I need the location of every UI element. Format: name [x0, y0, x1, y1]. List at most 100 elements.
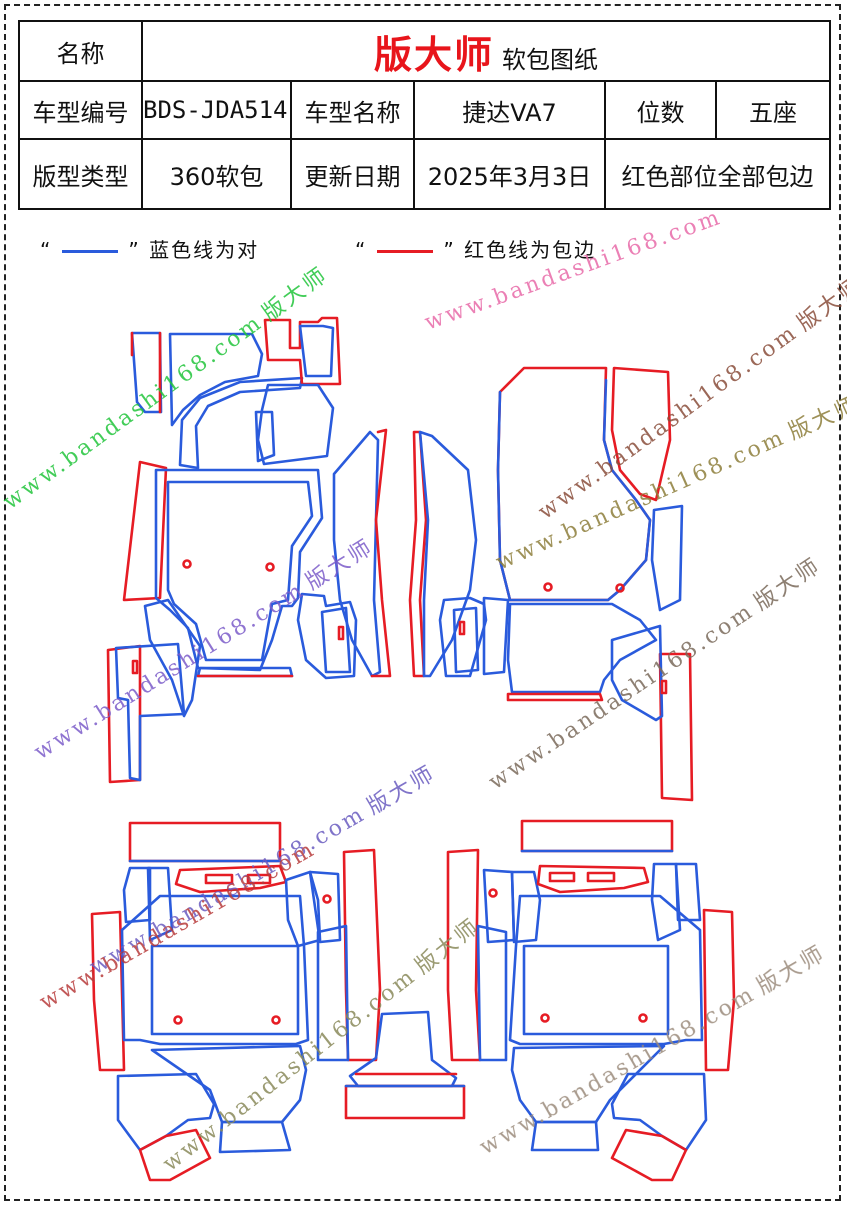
watermark-5: www.bandashi168.com版大师: [30, 534, 379, 765]
piece-fl-upper-right: [263, 316, 342, 386]
hole-rl-1: [322, 894, 332, 904]
model-code-label: 车型编号: [18, 80, 143, 140]
legend-blue-quote-open: “: [40, 238, 53, 262]
rear-left-pieces: [90, 821, 382, 1182]
legend-red-quote-open: “: [355, 238, 368, 262]
hole-rr-1: [488, 888, 498, 898]
update-date: 2025年3月3日: [413, 138, 606, 210]
piece-fr-seat-front-c: [482, 596, 510, 676]
hole-rr-3: [638, 1013, 648, 1023]
watermark-6: www.bandashi168.com版大师: [484, 553, 826, 795]
piece-fr-kick: [650, 504, 684, 612]
piece-fl-floor: [154, 468, 324, 672]
piece-rc-bottom: [344, 1084, 466, 1120]
rear-right-pieces: [446, 819, 736, 1182]
piece-rl-lower-right-b: [218, 1120, 292, 1154]
slot-rl-1: [204, 873, 234, 885]
piece-fl-floor-inner: [166, 480, 314, 662]
legend-red-quote-close: ”: [443, 238, 456, 262]
piece-fr-front-edge-red: [506, 692, 604, 702]
spec-row-title: 名称 版大师软包图纸: [18, 20, 831, 82]
front-right-pieces: [408, 366, 694, 802]
legend-blue-text: 蓝色线为对: [149, 238, 260, 262]
piece-rr-seat-back-red: [536, 864, 650, 894]
legend-blue: “ ” 蓝色线为对: [40, 234, 259, 263]
piece-fr-upper-blue: [496, 378, 652, 602]
slot-rr-2: [586, 871, 616, 883]
piece-fl-tunnel-side: [256, 383, 335, 466]
piece-fl-door-sill-blue: [114, 642, 186, 782]
slot-fr-2: [660, 679, 668, 695]
legend-red: “” 红色线为包边: [355, 234, 596, 263]
piece-fl-top-panel: [168, 332, 264, 427]
piece-fl-tunnel-long: [332, 430, 382, 678]
front-left-pieces: [106, 316, 392, 784]
piece-rl-top-bar: [128, 821, 282, 863]
brand-cell: 版大师软包图纸: [141, 20, 831, 82]
slot-rl-2: [246, 873, 272, 885]
binding-note: 红色部位全部包边: [604, 138, 831, 210]
legend-blue-line: [62, 250, 119, 253]
legend-red-line: [377, 250, 434, 253]
spec-row-type: 版型类型 360软包 更新日期 2025年3月3日 红色部位全部包边: [18, 138, 831, 210]
piece-fl-dash-gap: [298, 324, 335, 378]
brand-subtitle: 软包图纸: [502, 45, 598, 74]
slot-rr-1: [548, 871, 576, 883]
piece-fl-firewall: [178, 376, 304, 470]
rear-center-pieces: [344, 1010, 466, 1120]
piece-fl-seat-front: [296, 592, 358, 680]
model-name-label: 车型名称: [290, 80, 415, 140]
spec-row-model: 车型编号 BDS-JDA5141S 车型名称 捷达VA7 位数 五座: [18, 80, 831, 140]
piece-rr-left-small-b: [510, 870, 542, 944]
piece-rr-lower-red: [610, 1128, 688, 1182]
piece-fr-top-corner: [610, 366, 672, 502]
type-value: 360软包: [141, 138, 292, 210]
watermarks: www.bandashi168.com版大师 www.bandashi168.c…: [0, 205, 847, 1177]
piece-fl-kick-red: [122, 460, 168, 602]
model-code: BDS-JDA5141S: [141, 80, 292, 140]
hole-rl-2: [173, 1015, 183, 1025]
sheet-border: [4, 4, 841, 1201]
piece-rl-lower-right: [150, 1044, 308, 1124]
piece-rr-floor: [508, 894, 704, 1046]
hole-fl-1: [182, 559, 192, 569]
slot-fl-1: [131, 659, 139, 675]
piece-fl-tunnel-inner: [254, 410, 276, 463]
slot-fr-1: [458, 620, 466, 636]
hole-fl-2: [265, 562, 275, 572]
legend-blue-quote-close: ”: [128, 238, 141, 262]
name-label: 名称: [18, 20, 143, 82]
piece-rl-floor: [120, 894, 310, 1046]
piece-rl-floor-inner: [150, 944, 300, 1036]
update-label: 更新日期: [290, 138, 415, 210]
seats-label: 位数: [604, 80, 717, 140]
piece-rr-floor-inner: [522, 944, 670, 1036]
watermark-10: www.bandashi168.com版大师: [476, 941, 831, 1160]
piece-fr-seat-front-b: [452, 606, 480, 674]
hole-rl-3: [271, 1015, 281, 1025]
type-label: 版型类型: [18, 138, 143, 210]
piece-rl-tunnel-blue: [316, 924, 350, 1062]
piece-rr-right-red-flap: [702, 908, 736, 1072]
hole-rr-2: [540, 1013, 550, 1023]
piece-fr-tunnel-long: [418, 430, 478, 678]
piece-rr-right-pillar: [674, 862, 702, 922]
piece-rr-tunnel-blue: [476, 924, 508, 1062]
brand-title: 版大师: [373, 32, 494, 77]
piece-rl-left-red-flap: [90, 910, 126, 1072]
piece-fl-pillar: [130, 331, 163, 414]
piece-rr-lower-left-b: [530, 1120, 600, 1152]
watermark-8: www.bandashi168.com: [36, 836, 321, 1015]
piece-fr-door-sill: [658, 652, 694, 802]
piece-fr-door-sill-blue: [610, 624, 664, 722]
piece-rr-top-bar: [520, 819, 674, 853]
piece-fl-pillar-edge: [130, 331, 162, 414]
piece-rl-lower-red: [138, 1128, 212, 1182]
model-name: 捷达VA7: [413, 80, 606, 140]
piece-rl-left-pillar: [122, 866, 152, 924]
piece-rl-seat-back-red: [174, 864, 288, 894]
piece-rr-right-tall: [650, 862, 682, 942]
piece-fl-tunnel-red: [370, 428, 392, 678]
